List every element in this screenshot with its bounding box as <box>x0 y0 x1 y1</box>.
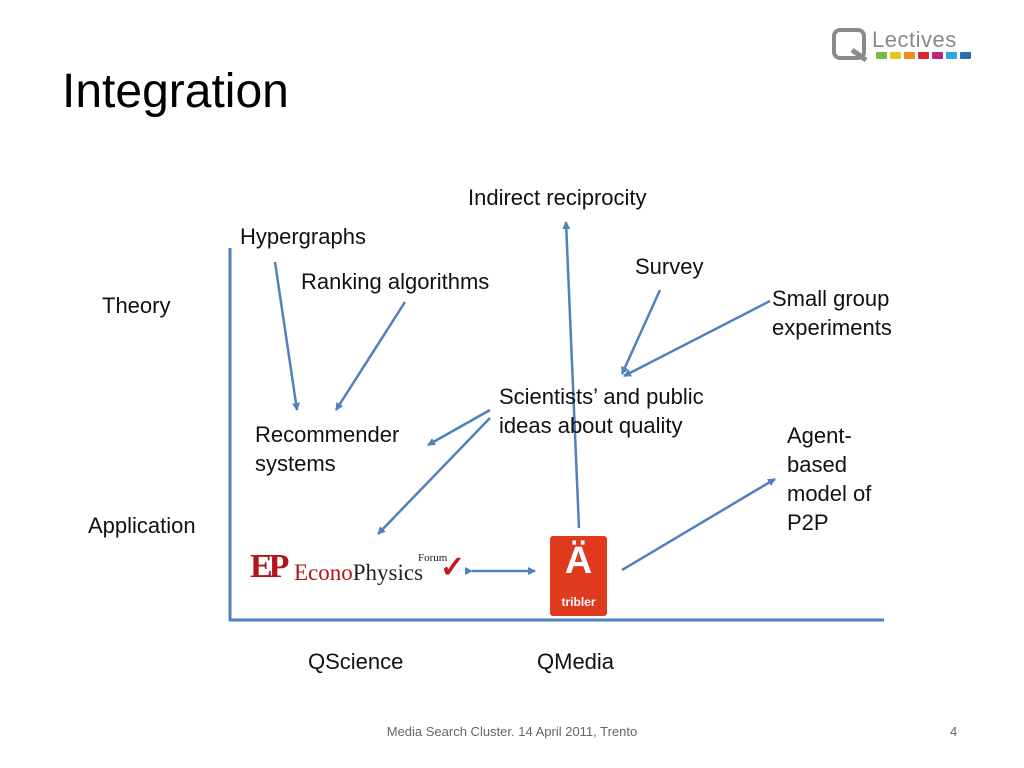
axis-label-theory: Theory <box>102 293 171 318</box>
econophysics-logo: EP EconoPhysics Forum ✓ <box>250 546 470 586</box>
econophysics-name-b: Physics <box>352 560 424 585</box>
node-recommender-systems: Recommender systems <box>255 420 399 478</box>
tribler-name: tribler <box>561 595 596 609</box>
node-line: model of <box>787 481 872 506</box>
node-line: Recommender <box>255 422 400 447</box>
tribler-figure-icon: Ä <box>564 540 593 582</box>
node-line: systems <box>255 451 336 476</box>
econophysics-mark: EP <box>250 548 290 585</box>
arrow-ranking-recommender <box>334 301 407 411</box>
logo-dot <box>890 52 901 59</box>
slide-footer: Media Search Cluster. 14 April 2011, Tre… <box>386 724 638 739</box>
logo-dot <box>960 52 971 59</box>
logo-dot <box>946 52 957 59</box>
arrow-hypergraphs-recommender <box>273 261 300 411</box>
econophysics-name-a: Econo <box>294 560 353 585</box>
checkmark-icon: ✓ <box>440 551 466 584</box>
arrow-scientists-econophysics <box>377 417 491 535</box>
page-number: 4 <box>950 724 958 739</box>
arrow-tribler-agent <box>621 477 776 572</box>
logo-dot <box>932 52 943 59</box>
econophysics-name: EconoPhysics <box>294 560 423 586</box>
axis-label-qmedia: QMedia <box>537 649 615 674</box>
node-scientists-ideas: Scientists’ and public ideas about quali… <box>499 382 704 440</box>
qlectives-logo: Lectives <box>832 27 992 62</box>
arrow-survey-scientists <box>620 289 662 375</box>
axis-label-application: Application <box>88 513 196 538</box>
node-hypergraphs: Hypergraphs <box>240 224 366 249</box>
node-line: Small group <box>772 286 890 311</box>
arrow-scientists-recommender <box>427 408 491 447</box>
tribler-logo: Ä tribler <box>550 536 607 616</box>
node-line: ideas about quality <box>499 413 683 438</box>
logo-color-dots <box>876 52 971 59</box>
logo-dot <box>876 52 887 59</box>
node-agent-based-model: Agent- based model of P2P <box>787 421 871 537</box>
node-survey: Survey <box>635 254 704 279</box>
logo-dot <box>918 52 929 59</box>
node-indirect-reciprocity: Indirect reciprocity <box>468 185 647 210</box>
econophysics-forum: Forum <box>418 552 448 564</box>
node-line: P2P <box>787 510 829 535</box>
node-line: based <box>787 452 847 477</box>
node-line: experiments <box>772 315 892 340</box>
q-logo-icon <box>832 28 868 62</box>
node-small-group-experiments: Small group experiments <box>772 284 892 342</box>
arrow-smallgroup-scientists <box>623 299 771 378</box>
node-line: Scientists’ and public <box>499 384 704 409</box>
node-ranking-algorithms: Ranking algorithms <box>301 269 490 294</box>
slide-title: Integration <box>62 65 289 118</box>
logo-dot <box>904 52 915 59</box>
node-line: Agent- <box>787 423 852 448</box>
logo-wordmark: Lectives <box>872 27 957 52</box>
axis-label-qscience: QScience <box>308 649 404 674</box>
arrow-tribler-indirect <box>562 221 581 529</box>
